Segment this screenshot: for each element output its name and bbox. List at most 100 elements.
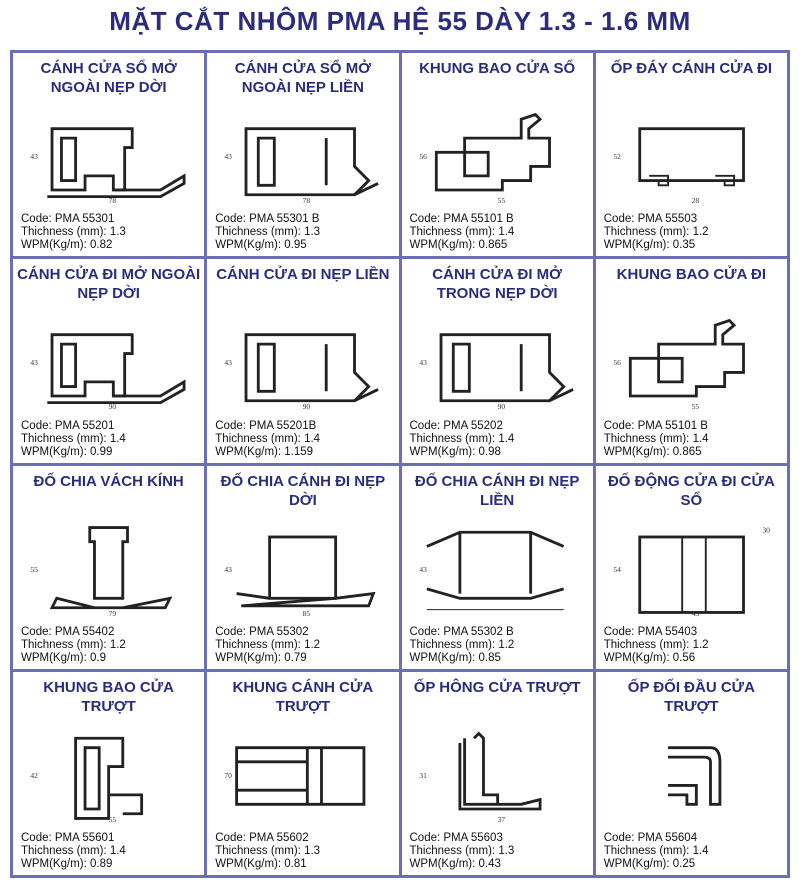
dimension-label: 78	[303, 196, 311, 205]
spec-code: Code: PMA 55301	[21, 213, 115, 226]
spec-code: Code: PMA 55603	[409, 832, 503, 844]
spec-wpm: WPM(Kg/m): 0.85	[409, 651, 501, 664]
dimension-label: 55	[497, 196, 505, 205]
spec-wpm: WPM(Kg/m): 0.82	[21, 239, 113, 252]
spec-thickness: Thichness (mm): 1.4	[409, 432, 515, 445]
profile-title: CÁNH CỬA SỔ MỞ NGOÀI NẸP DỜI	[40, 60, 177, 96]
dimension-label: 52	[613, 152, 621, 161]
dimension-label: 43	[691, 609, 699, 618]
profile-title: ĐỐ ĐỘNG CỬA ĐI CỬA SỔ	[607, 472, 775, 509]
profile-title: ĐỐ CHIA CÁNH ĐI NẸP DỜI	[220, 472, 386, 509]
profile-title: CÁNH CỬA ĐI NẸP LIỀN	[216, 266, 390, 284]
dimension-label: 78	[109, 196, 117, 205]
spec-wpm: WPM(Kg/m): 0.99	[21, 445, 113, 458]
spec-wpm: WPM(Kg/m): 0.865	[409, 239, 508, 252]
dimension-label: 42	[30, 771, 38, 780]
profile-title: KHUNG BAO CỬA ĐI	[616, 266, 767, 284]
spec-code: Code: PMA 55101 B	[603, 419, 708, 432]
dimension-label: 43	[30, 358, 38, 367]
spec-code: Code: PMA 55202	[409, 419, 503, 432]
dimension-label: 43	[419, 564, 427, 573]
spec-wpm: WPM(Kg/m): 0.95	[215, 239, 307, 252]
profile-cross-section-drawing: 43	[408, 516, 587, 624]
spec-thickness: Thichness (mm): 1.2	[409, 638, 515, 651]
profile-title: CÁNH CỬA ĐI MỞ TRONG NẸP DỜI	[432, 266, 562, 303]
dimension-label: 56	[613, 358, 621, 367]
spec-wpm: WPM(Kg/m): 0.98	[409, 445, 501, 458]
profile-title: ỐP ĐỐI ĐẦU CỬA TRƯỢT	[627, 678, 755, 715]
spec-wpm: WPM(Kg/m): 0.25	[603, 858, 696, 870]
spec-thickness: Thichness (mm): 1.3	[215, 845, 321, 857]
dimension-label: 43	[225, 152, 233, 161]
spec-thickness: Thichness (mm): 1.4	[21, 432, 126, 445]
spec-wpm: WPM(Kg/m): 0.865	[603, 445, 702, 458]
spec-wpm: WPM(Kg/m): 0.89	[21, 858, 113, 870]
spec-wpm: WPM(Kg/m): 0.56	[603, 651, 696, 664]
spec-code: Code: PMA 55201	[21, 419, 115, 432]
spec-code: Code: PMA 55601	[21, 832, 115, 844]
spec-wpm: WPM(Kg/m): 0.35	[603, 239, 696, 252]
spec-thickness: Thichness (mm): 1.4	[603, 845, 709, 857]
spec-code: Code: PMA 55101 B	[409, 213, 514, 226]
spec-thickness: Thichness (mm): 1.4	[215, 432, 321, 445]
spec-thickness: Thichness (mm): 1.3	[21, 226, 126, 239]
spec-thickness: Thichness (mm): 1.2	[603, 226, 709, 239]
dimension-label: 43	[225, 358, 233, 367]
dimension-label: 28	[691, 196, 699, 205]
dimension-label: 30	[762, 525, 770, 534]
spec-wpm: WPM(Kg/m): 1.159	[215, 445, 314, 458]
spec-wpm: WPM(Kg/m): 0.43	[409, 858, 501, 870]
dimension-label: 43	[225, 564, 233, 573]
profile-title: KHUNG BAO CỬA TRƯỢT	[43, 678, 175, 715]
profile-title: ĐỐ CHIA CÁNH ĐI NẸP LIỀN	[414, 472, 580, 509]
dimension-label: 90	[497, 402, 505, 411]
spec-wpm: WPM(Kg/m): 0.81	[215, 858, 307, 870]
profile-title: ỐP ĐÁY CÁNH CỬA ĐI	[610, 60, 773, 77]
spec-code: Code: PMA 55302 B	[409, 625, 514, 638]
dimension-label: 31	[419, 771, 427, 780]
dimension-label: 70	[225, 771, 233, 780]
dimension-label: 90	[109, 402, 117, 411]
spec-code: Code: PMA 55602	[215, 832, 309, 844]
profile-title: CÁNH CỬA SỔ MỞ NGOÀI NẸP LIỀN	[234, 60, 372, 96]
profile-cross-section-drawing	[602, 722, 781, 830]
spec-wpm: WPM(Kg/m): 0.79	[215, 651, 307, 664]
spec-code: Code: PMA 55201B	[215, 419, 317, 432]
spec-thickness: Thichness (mm): 1.3	[409, 845, 515, 857]
spec-thickness: Thichness (mm): 1.3	[215, 226, 321, 239]
profile-title: KHUNG CÁNH CỬA TRƯỢT	[232, 678, 374, 715]
profile-title: CÁNH CỬA ĐI MỞ NGOÀI NẸP DỜI	[17, 266, 201, 303]
